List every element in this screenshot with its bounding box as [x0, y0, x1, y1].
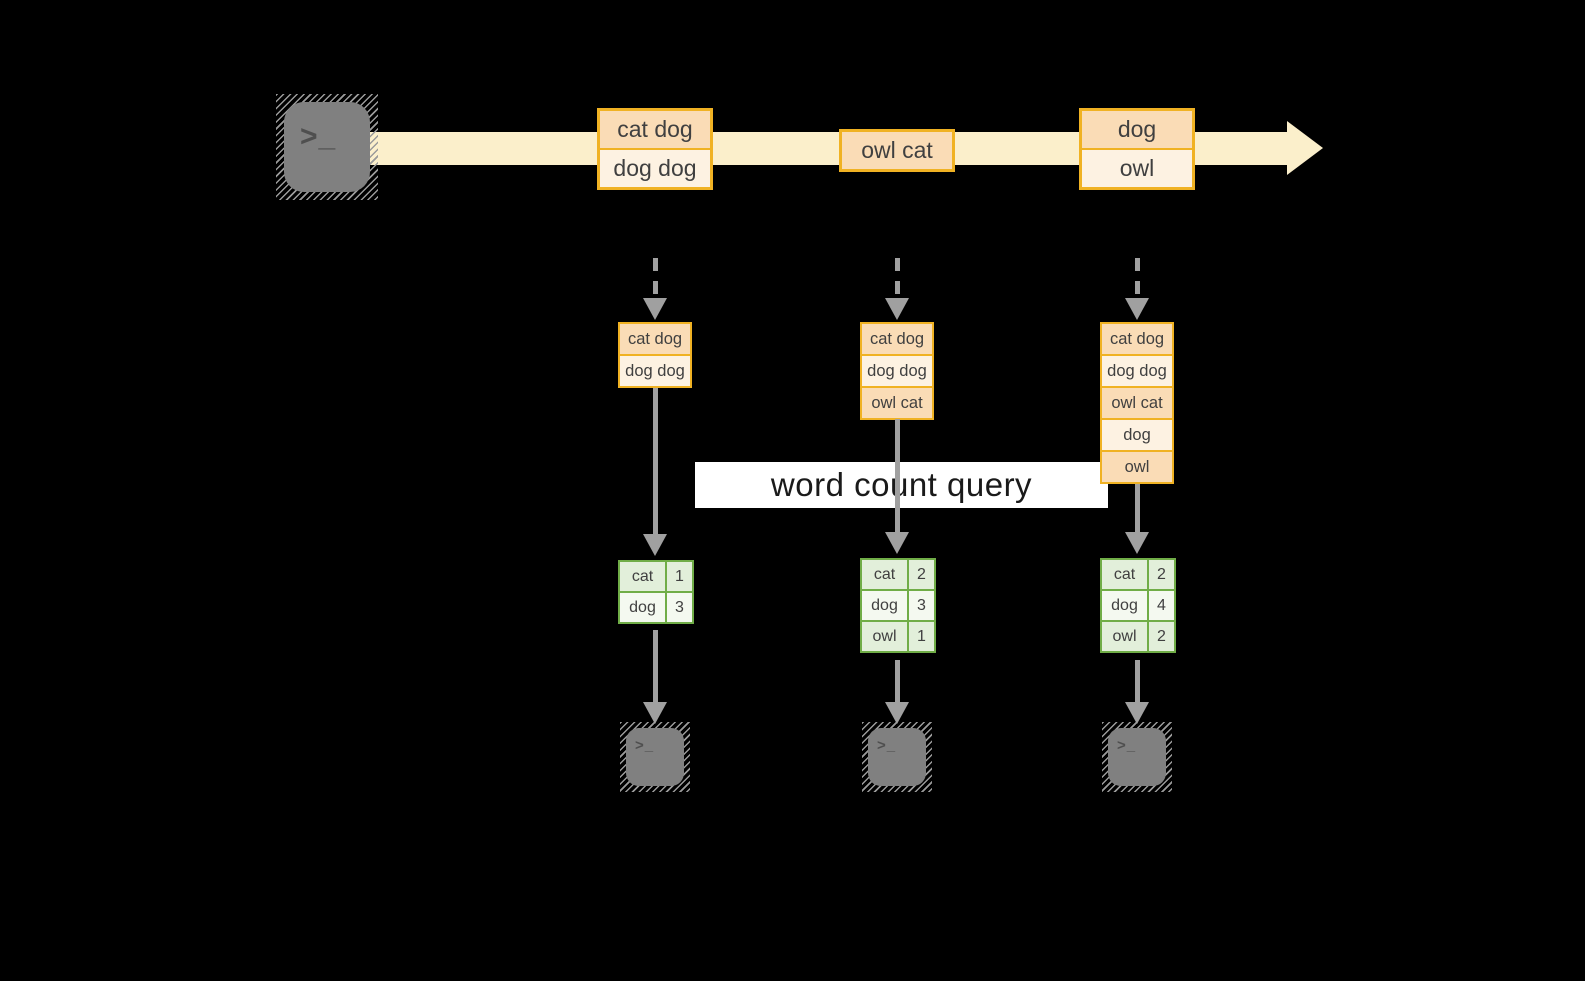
output-terminal-icon: >_ [626, 728, 684, 786]
batch-row: owl cat [842, 132, 952, 169]
terminal-prompt-icon: >_ [1117, 737, 1137, 754]
batch-row: dog [1082, 111, 1192, 148]
state-row: cat dog [862, 324, 932, 354]
state-row: dog dog [620, 356, 690, 386]
batch-row: owl [1082, 150, 1192, 187]
input-state-1: cat dog dog dog [618, 322, 692, 388]
output-terminal-hatch: >_ [862, 722, 932, 792]
result-count: 3 [667, 593, 692, 622]
source-terminal-hatch: >_ [276, 94, 378, 200]
result-word: cat [862, 560, 907, 589]
result-count: 1 [667, 562, 692, 591]
output-terminal-hatch: >_ [620, 722, 690, 792]
state-row: cat dog [620, 324, 690, 354]
result-word: dog [862, 591, 907, 620]
state-row: owl [1102, 452, 1172, 482]
result-word: owl [862, 622, 907, 651]
output-terminal-icon: >_ [1108, 728, 1166, 786]
state-row: cat dog [1102, 324, 1172, 354]
state-row: owl cat [1102, 388, 1172, 418]
input-state-2: cat dog dog dog owl cat [860, 322, 934, 420]
batch-row: cat dog [600, 111, 710, 148]
output-terminal-icon: >_ [868, 728, 926, 786]
result-word: dog [1102, 591, 1147, 620]
result-count: 3 [909, 591, 934, 620]
input-state-3: cat dog dog dog owl cat dog owl [1100, 322, 1174, 484]
stream-batch-1: cat dog dog dog [597, 108, 713, 190]
result-table-3: cat 2 dog 4 owl 2 [1100, 558, 1176, 653]
result-word: cat [1102, 560, 1147, 589]
result-word: owl [1102, 622, 1147, 651]
state-row: dog [1102, 420, 1172, 450]
result-word: cat [620, 562, 665, 591]
output-terminal-hatch: >_ [1102, 722, 1172, 792]
state-row: dog dog [1102, 356, 1172, 386]
query-banner: word count query [695, 462, 1108, 508]
result-table-1: cat 1 dog 3 [618, 560, 694, 624]
stream-batch-3: dog owl [1079, 108, 1195, 190]
result-count: 2 [1149, 622, 1174, 651]
state-row: dog dog [862, 356, 932, 386]
terminal-prompt-icon: >_ [877, 737, 897, 754]
result-table-2: cat 2 dog 3 owl 1 [860, 558, 936, 653]
result-count: 2 [909, 560, 934, 589]
result-count: 4 [1149, 591, 1174, 620]
query-banner-label: word count query [770, 466, 1033, 503]
state-row: owl cat [862, 388, 932, 418]
result-count: 2 [1149, 560, 1174, 589]
terminal-prompt-icon: >_ [635, 737, 655, 754]
result-word: dog [620, 593, 665, 622]
stream-arrowhead-icon [1287, 121, 1323, 175]
terminal-prompt-icon: >_ [300, 120, 337, 153]
source-terminal-icon: >_ [284, 102, 370, 192]
stream-batch-2: owl cat [839, 129, 955, 172]
result-count: 1 [909, 622, 934, 651]
batch-row: dog dog [600, 150, 710, 187]
